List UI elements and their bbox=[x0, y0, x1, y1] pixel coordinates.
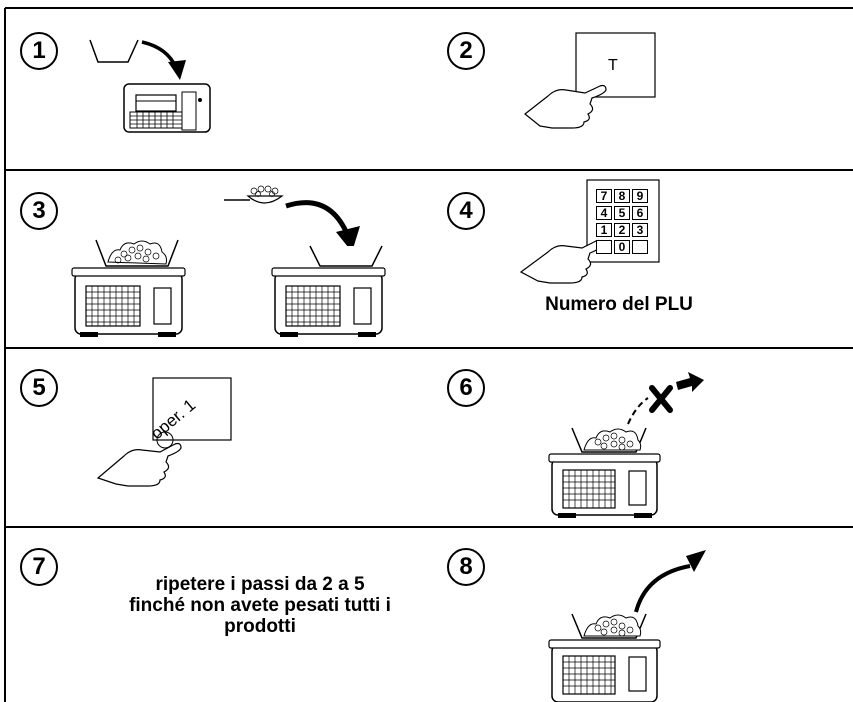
keypad-key: 0 bbox=[614, 240, 630, 254]
pointing-hand-icon bbox=[96, 442, 182, 487]
keypad-key: 6 bbox=[632, 206, 648, 220]
keypad-key bbox=[632, 240, 648, 254]
keypad-key: 4 bbox=[596, 206, 612, 220]
curved-arrow-icon bbox=[634, 564, 691, 613]
keypad-key: 2 bbox=[614, 223, 630, 237]
product-bowl-icon bbox=[224, 185, 284, 204]
repeat-steps-caption: ripetere i passi da 2 a 5 finché non ave… bbox=[70, 574, 450, 637]
keypad-key bbox=[596, 240, 612, 254]
arrow-right-icon bbox=[676, 372, 704, 392]
step-7-number: 7 bbox=[20, 548, 58, 586]
label-printer-scale-icon bbox=[123, 83, 211, 133]
keypad-key: 5 bbox=[614, 206, 630, 220]
scale-empty-tray-icon bbox=[271, 245, 386, 337]
scale-with-product-icon bbox=[548, 613, 661, 702]
step-3-number: 3 bbox=[20, 192, 58, 230]
caption-line: ripetere i passi da 2 a 5 bbox=[155, 574, 365, 595]
tare-key-label: T bbox=[608, 57, 618, 74]
keypad-key: 9 bbox=[632, 189, 648, 203]
pointing-hand-icon bbox=[524, 84, 607, 129]
step-2-number: 2 bbox=[447, 32, 485, 70]
keypad-key: 1 bbox=[596, 223, 612, 237]
keypad-key: 7 bbox=[596, 189, 612, 203]
pointing-hand-icon bbox=[519, 239, 603, 284]
keypad-key: 3 bbox=[632, 223, 648, 237]
cross-icon bbox=[649, 385, 673, 413]
caption-line: prodotti bbox=[224, 616, 296, 637]
keypad-key: 8 bbox=[614, 189, 630, 203]
step-5-number: 5 bbox=[20, 369, 58, 407]
plu-number-caption: Numero del PLU bbox=[545, 294, 693, 315]
step-8-number: 8 bbox=[447, 548, 485, 586]
step-1-number: 1 bbox=[20, 32, 58, 70]
scale-with-product-icon bbox=[71, 239, 186, 337]
scale-with-product-icon bbox=[548, 427, 661, 518]
caption-line: finché non avete pesati tutti i bbox=[129, 595, 391, 616]
step-6-number: 6 bbox=[447, 369, 485, 407]
step-4-number: 4 bbox=[447, 192, 485, 230]
operator-key-icon bbox=[152, 377, 232, 441]
tare-key-icon bbox=[575, 32, 656, 98]
